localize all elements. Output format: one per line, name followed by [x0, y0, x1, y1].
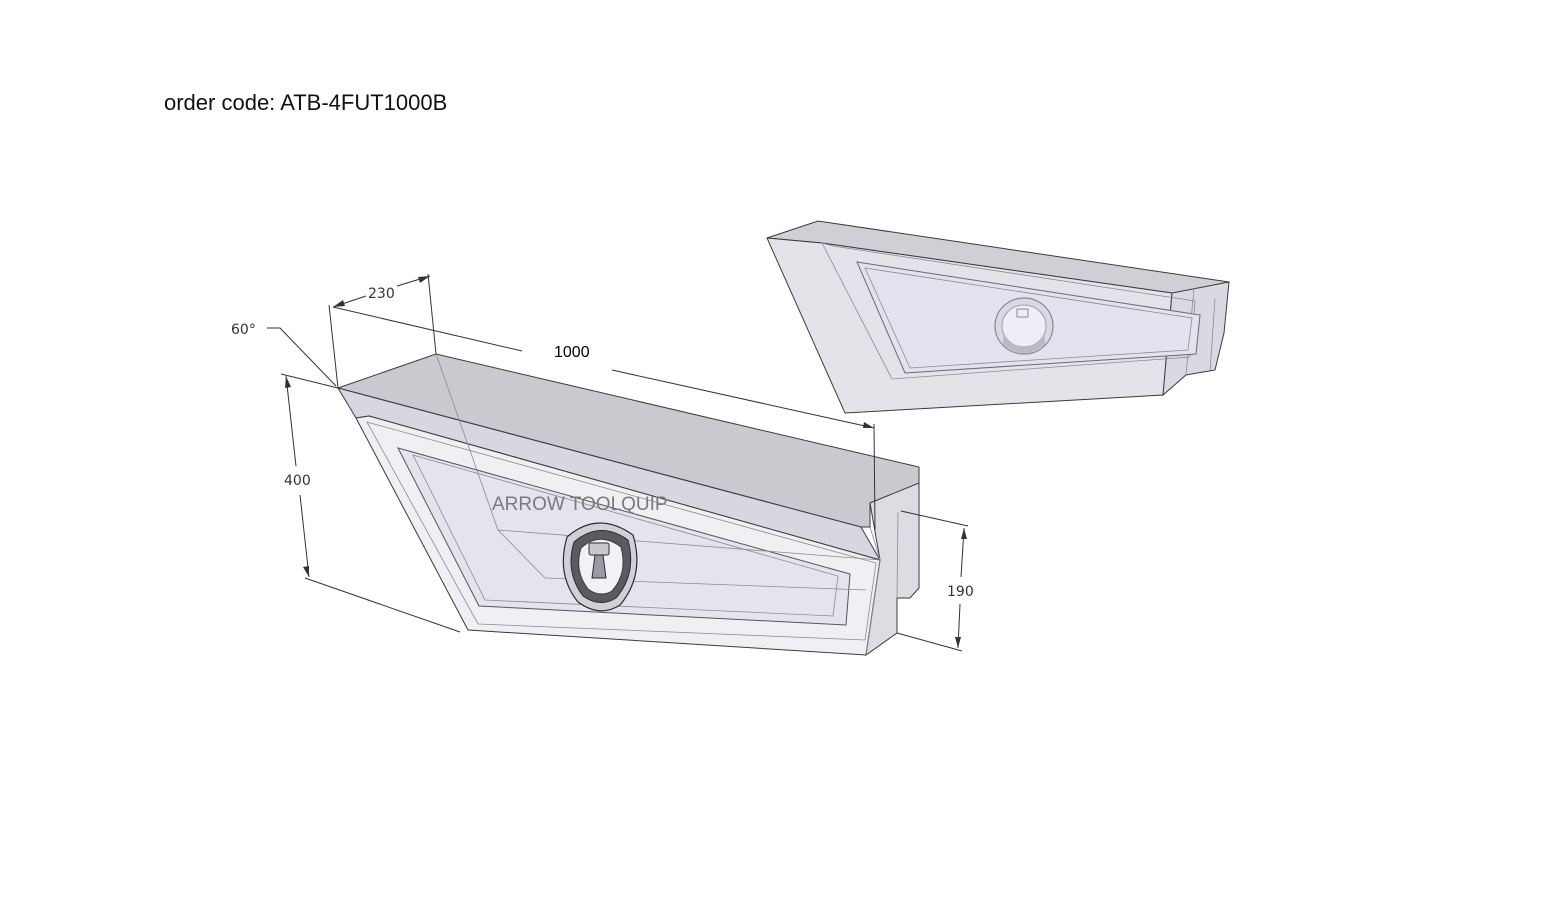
brand-label: ARROW TOOLQUIP	[492, 494, 668, 515]
toolbox-front-view: ARROW TOOLQUIP	[336, 353, 920, 657]
lower-height-dimension-label: 190	[947, 584, 974, 600]
toolbox-rear-view	[766, 220, 1230, 414]
t-handle-lock	[562, 522, 638, 612]
height-dimension-label: 400	[284, 473, 311, 489]
depth-dimension-label: 230	[368, 286, 395, 302]
angle-dimension-label: 60°	[231, 322, 256, 338]
order-code-label: order code: ATB-4FUT1000B	[164, 90, 448, 115]
rear-handle	[994, 297, 1054, 355]
length-dimension-label: 1000	[554, 344, 590, 361]
dimension-lines: 60° 230 1000 400	[231, 273, 974, 652]
